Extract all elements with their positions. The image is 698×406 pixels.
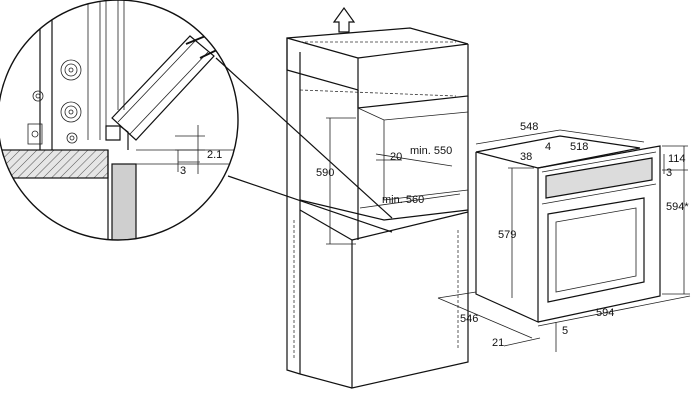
- door-gap-label: 5: [562, 325, 568, 337]
- front-width-label: 594: [596, 307, 614, 319]
- overall-height-label: 594*: [666, 201, 689, 213]
- front-offset-b-label: 38: [520, 151, 532, 163]
- tall-cabinet: 590 20 min. 550 min. 560: [286, 27, 469, 389]
- detail-gap-bottom-label: 3: [180, 165, 186, 177]
- front-offset-a-label: 4: [545, 141, 551, 153]
- oven-depth-total-label: 548: [520, 121, 538, 133]
- door-thickness-label: 21: [492, 337, 504, 349]
- oven-height-label: 579: [498, 229, 516, 241]
- body-width-label: 546: [460, 313, 478, 325]
- oven-body-depth-label: 518: [570, 141, 588, 153]
- control-panel: [545, 157, 653, 199]
- detail-gap-top-label: 2.1: [207, 149, 222, 161]
- niche-offset-label: 20: [390, 151, 402, 163]
- oven-unit: 548 518 4 38 114 3 594* 579 546 594 21 5: [437, 121, 691, 352]
- niche-width-label: min. 560: [382, 194, 424, 206]
- magnifier-leaders: [215, 57, 393, 233]
- panel-gap-label: 3: [666, 167, 672, 179]
- niche-height-label: 590: [316, 167, 334, 179]
- detail-magnifier: 2.1 3: [0, 0, 239, 241]
- panel-height-label: 114: [668, 153, 686, 165]
- niche-depth-label: min. 550: [410, 145, 452, 157]
- arrow-up-icon: [332, 6, 356, 33]
